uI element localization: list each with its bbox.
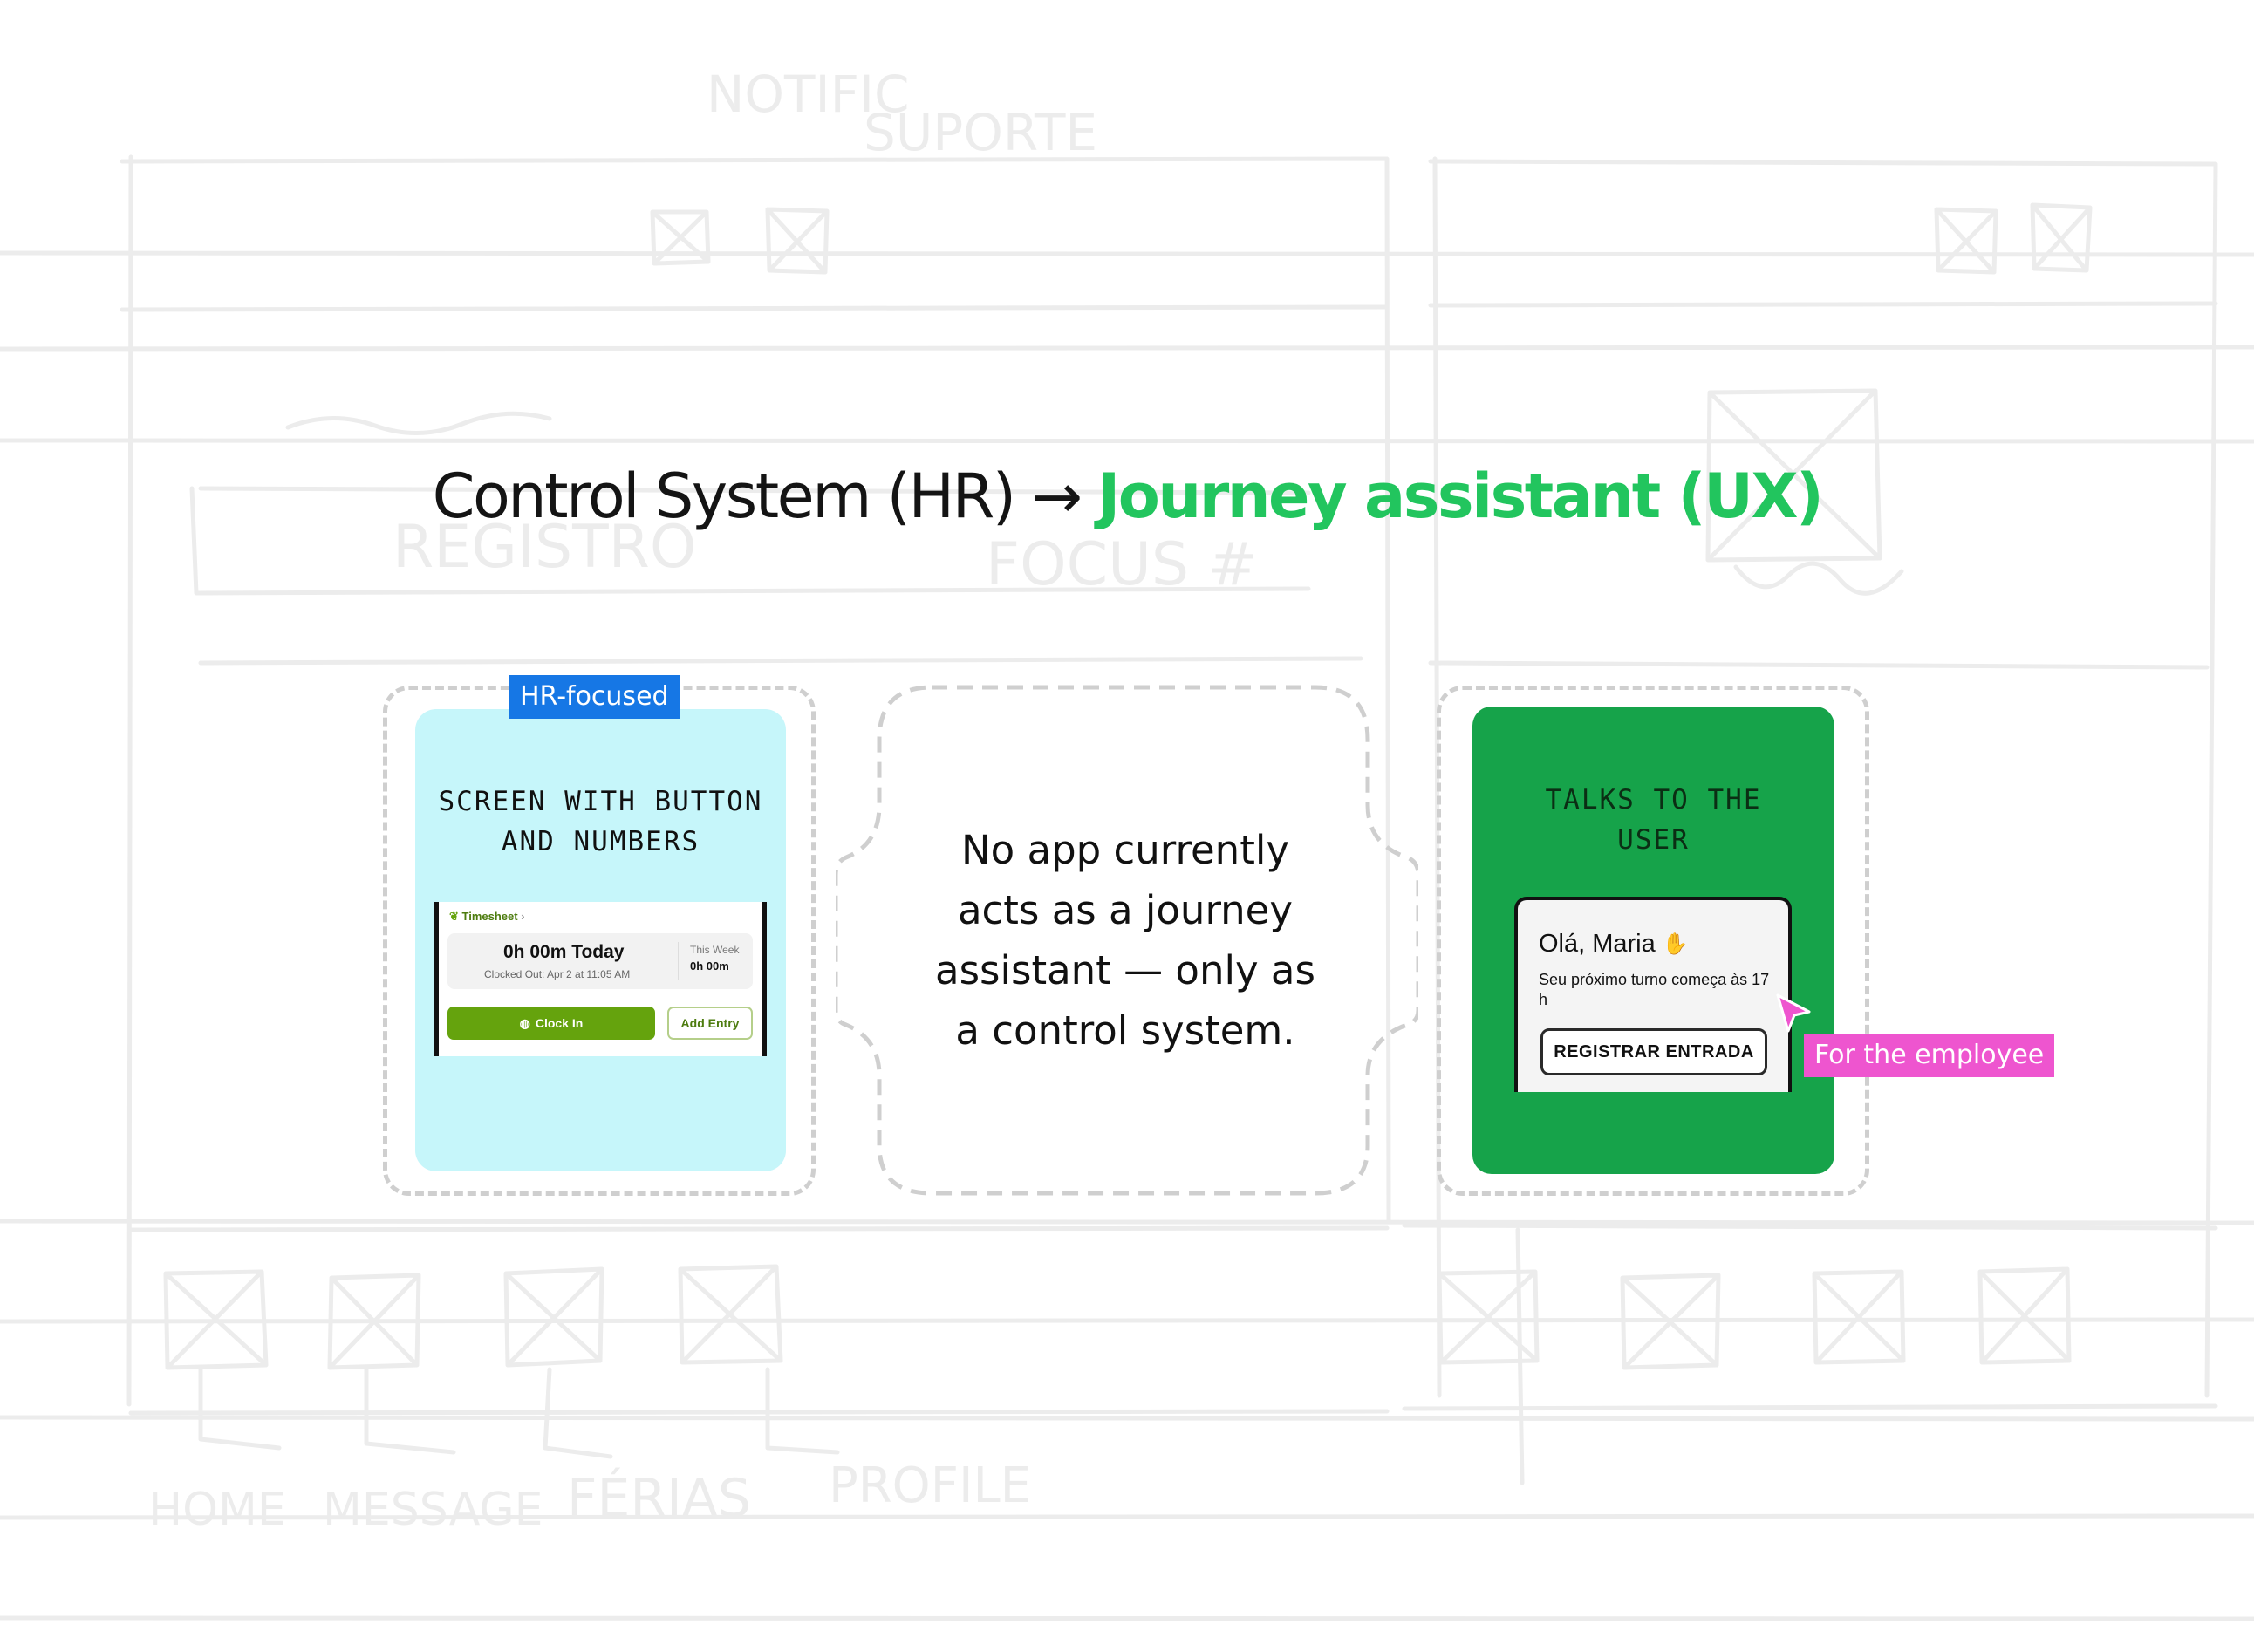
timesheet-divider <box>678 942 679 980</box>
timesheet-today: 0h 00m Today <box>503 942 625 962</box>
middle-line1: No app currently <box>961 827 1289 873</box>
headline-from: Control System (HR) <box>432 461 1016 532</box>
headline-arrow: → <box>1031 461 1083 532</box>
timesheet-summary: 0h 00m Today Clocked Out: Apr 2 at 11:05… <box>447 933 753 989</box>
sketch-label-ferias: FÉRIAS <box>567 1466 751 1529</box>
timesheet-title: Timesheet <box>461 910 518 923</box>
sketch-label-suporte: SUPORTE <box>864 103 1097 162</box>
right-caption-line2: USER <box>1617 824 1690 856</box>
middle-line4: a control system. <box>955 1007 1295 1054</box>
left-card-caption: SCREEN WITH BUTTON AND NUMBERS <box>415 782 786 862</box>
timesheet-week-label: This Week <box>690 944 740 956</box>
phone-greeting: Olá, Maria ✋ <box>1539 930 1689 959</box>
left-caption-line1: SCREEN WITH BUTTON <box>438 786 763 817</box>
add-entry-button[interactable]: Add Entry <box>667 1007 753 1040</box>
right-panel-frame <box>1437 686 1869 1196</box>
phone-mockup: Olá, Maria ✋ Seu próximo turno começa às… <box>1514 897 1792 1092</box>
chevron-right-icon: › <box>521 910 525 923</box>
add-entry-label: Add Entry <box>680 1016 740 1030</box>
right-card-caption: TALKS TO THE USER <box>1472 780 1834 860</box>
sketch-label-registro: REGISTRO <box>393 513 696 582</box>
headline-to: Journey assistant (UX) <box>1097 461 1824 532</box>
middle-line2: acts as a journey <box>957 887 1294 933</box>
for-the-employee-tag: For the employee <box>1804 1034 2055 1077</box>
timesheet-header: ❦ Timesheet › <box>449 910 525 924</box>
timesheet-clocked-out: Clocked Out: Apr 2 at 11:05 AM <box>484 968 631 980</box>
sketch-label-profile: PROFILE <box>829 1457 1031 1514</box>
middle-brace-frame <box>836 685 1418 1196</box>
sketch-label-notific: NOTIFIC <box>707 65 910 124</box>
sketch-label-message: MESSAGE <box>323 1484 543 1536</box>
sketch-label-home: HOME <box>148 1484 286 1536</box>
timesheet-week-value: 0h 00m <box>690 959 729 973</box>
sketch-label-focus: FOCUS # <box>986 530 1258 599</box>
greeting-text: Olá, Maria <box>1539 930 1656 958</box>
waving-hand-icon: ✋ <box>1662 932 1689 956</box>
right-caption-line1: TALKS TO THE <box>1545 784 1762 816</box>
fingerprint-icon: ◍ <box>519 1015 530 1030</box>
timesheet-screenshot: ❦ Timesheet › 0h 00m Today Clocked Out: … <box>434 902 767 1056</box>
register-entry-button[interactable]: REGISTRAR ENTRADA <box>1540 1028 1767 1075</box>
headline: Control System (HR) → Journey assistant … <box>0 461 2254 532</box>
clock-in-button[interactable]: ◍ Clock In <box>447 1007 655 1040</box>
middle-line3: assistant — only as <box>935 947 1315 993</box>
middle-statement: No app currently acts as a journey assis… <box>872 820 1378 1061</box>
phone-subtitle: Seu próximo turno começa às 17 h <box>1539 971 1770 1008</box>
cursor-arrow-icon <box>1776 993 1811 1033</box>
left-caption-line2: AND NUMBERS <box>501 826 700 857</box>
leaf-icon: ❦ <box>449 910 459 923</box>
hr-focused-tag: HR-focused <box>509 675 680 719</box>
register-entry-label: REGISTRAR ENTRADA <box>1554 1041 1754 1062</box>
clock-in-label: Clock In <box>535 1016 584 1030</box>
